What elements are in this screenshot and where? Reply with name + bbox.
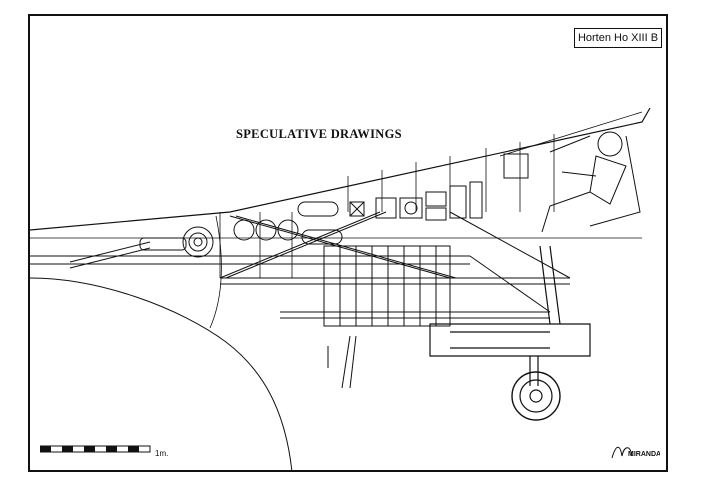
- wing-upper-line: [30, 107, 651, 231]
- fuselage-arc: [30, 277, 293, 473]
- pilot-figure: [503, 131, 641, 233]
- instrument-panel: [375, 181, 483, 221]
- truss-members: [69, 211, 571, 313]
- author-signature: MIRANDA: [610, 440, 661, 467]
- svg-text:MIRANDA: MIRANDA: [628, 451, 660, 458]
- engine-block: [323, 245, 451, 327]
- landing-gear: [429, 245, 591, 421]
- speculative-caption: SPECULATIVE DRAWINGS: [236, 127, 402, 141]
- tanks: [233, 201, 365, 245]
- scale-bar: [40, 445, 151, 453]
- drawing-sheet: Horten Ho XIII B SPECULATIVE DRAWINGS: [28, 14, 668, 473]
- inner-arc: [209, 215, 222, 329]
- frame-rails: [30, 255, 570, 319]
- probes: [327, 335, 357, 389]
- drawing-title: Horten Ho XIII B: [577, 32, 659, 44]
- actuator-assembly: [139, 226, 214, 258]
- aircraft-cutaway-drawing: [30, 107, 651, 473]
- canopy-line: [499, 111, 643, 157]
- title-box: Horten Ho XIII B: [574, 28, 662, 48]
- scale-label: 1m.: [155, 449, 169, 458]
